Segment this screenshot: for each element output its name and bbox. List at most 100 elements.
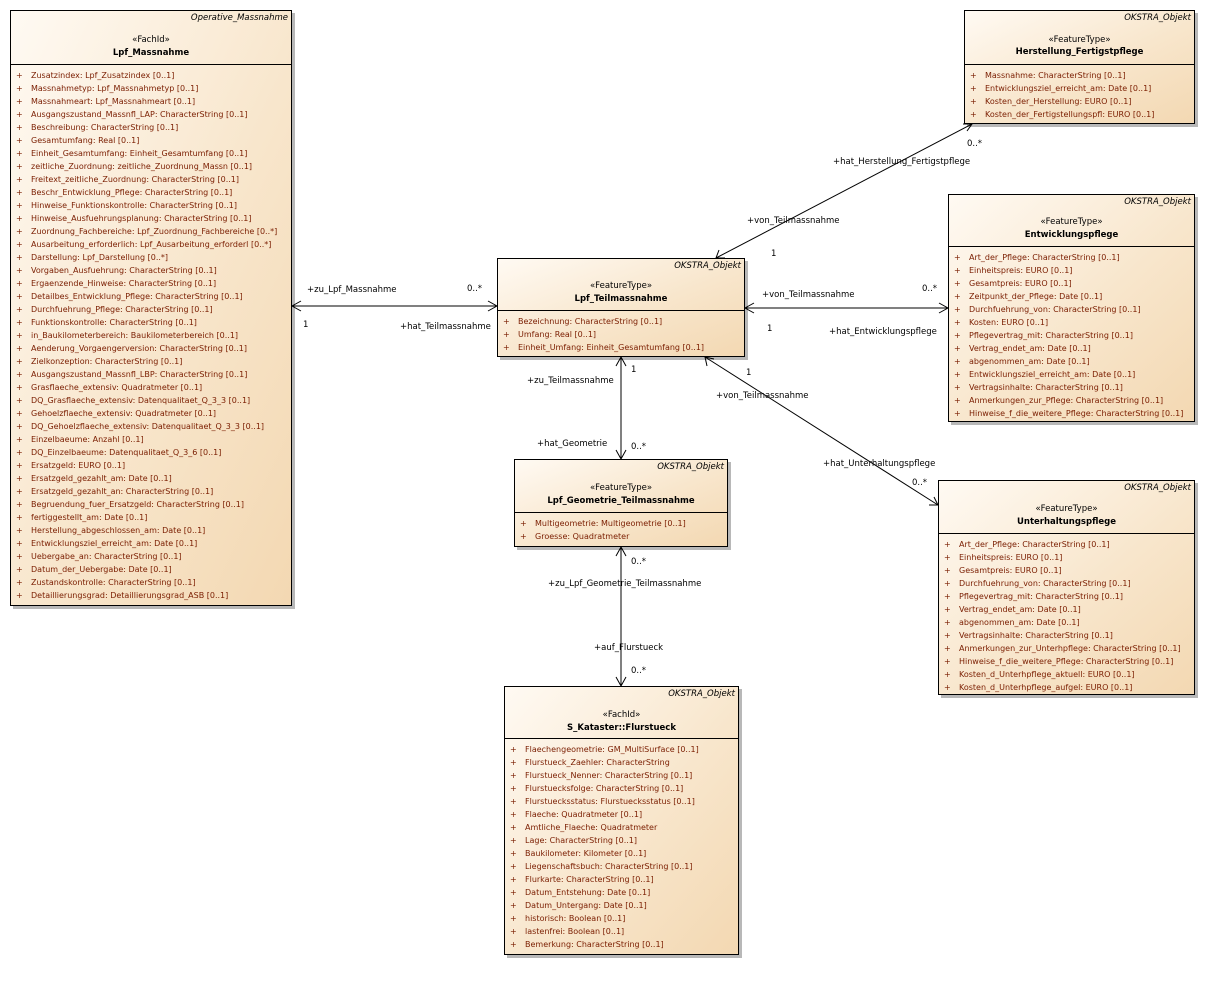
- attribute-text: Vertrag_endet_am: Date [0..1]: [969, 344, 1091, 353]
- attribute-row: +Flurstueck_Zaehler: CharacterString: [505, 756, 738, 769]
- attribute-visibility: +: [954, 253, 961, 262]
- attribute-text: Hinweise_f_die_weitere_Pflege: Character…: [969, 409, 1184, 418]
- attribute-row: +Entwicklungsziel_erreicht_am: Date [0..…: [965, 82, 1194, 95]
- class-s-kataster-flurstueck[interactable]: OKSTRA_Objekt «FachId» S_Kataster::Flurs…: [504, 686, 739, 955]
- attribute-visibility: +: [16, 461, 23, 470]
- attribute-visibility: +: [503, 330, 510, 339]
- attribute-row: +DQ_Einzelbaeume: Datenqualitaet_Q_3_6 […: [11, 446, 291, 459]
- attribute-visibility: +: [16, 266, 23, 275]
- attribute-text: Datum_Untergang: Date [0..1]: [525, 901, 647, 910]
- attribute-visibility: +: [16, 240, 23, 249]
- attribute-list: +Multigeometrie: Multigeometrie [0..1]+G…: [515, 513, 727, 543]
- attribute-visibility: +: [944, 592, 951, 601]
- attribute-row: +Baukilometer: Kilometer [0..1]: [505, 847, 738, 860]
- class-name: Lpf_Geometrie_Teilmassnahme: [547, 496, 695, 506]
- attribute-row: +Gesamtpreis: EURO [0..1]: [949, 277, 1194, 290]
- attribute-row: +Beschreibung: CharacterString [0..1]: [11, 121, 291, 134]
- attribute-row: +Bemerkung: CharacterString [0..1]: [505, 938, 738, 951]
- attribute-row: +Flurstueck_Nenner: CharacterString [0..…: [505, 769, 738, 782]
- attribute-text: historisch: Boolean [0..1]: [525, 914, 626, 923]
- attribute-list: +Art_der_Pflege: CharacterString [0..1]+…: [939, 534, 1194, 694]
- mult-geometrie-end: 0..*: [631, 442, 647, 452]
- attribute-visibility: +: [944, 605, 951, 614]
- attribute-visibility: +: [954, 331, 961, 340]
- attribute-row: +Ersatzgeld: EURO [0..1]: [11, 459, 291, 472]
- attribute-visibility: +: [954, 344, 961, 353]
- attribute-visibility: +: [954, 396, 961, 405]
- attribute-row: +Kosten_der_Herstellung: EURO [0..1]: [965, 95, 1194, 108]
- attribute-visibility: +: [16, 409, 23, 418]
- class-entwicklungspflege[interactable]: OKSTRA_Objekt «FeatureType» Entwicklungs…: [948, 194, 1195, 422]
- attribute-row: +Bezeichnung: CharacterString [0..1]: [498, 315, 744, 328]
- role-von-teilmassnahme-herstellung: +von_Teilmassnahme: [747, 216, 840, 226]
- attribute-visibility: +: [16, 175, 23, 184]
- attribute-row: +Umfang: Real [0..1]: [498, 328, 744, 341]
- class-lpf-geometrie-teilmassnahme[interactable]: OKSTRA_Objekt «FeatureType» Lpf_Geometri…: [514, 459, 728, 547]
- attribute-row: +Vertragsinhalte: CharacterString [0..1]: [939, 629, 1194, 642]
- parent-class-name: OKSTRA_Objekt: [1124, 197, 1191, 207]
- attribute-text: Flurstuecksstatus: Flurstuecksstatus [0.…: [525, 797, 695, 806]
- attribute-visibility: +: [16, 396, 23, 405]
- class-herstellung-fertigstpflege[interactable]: OKSTRA_Objekt «FeatureType» Herstellung_…: [964, 10, 1195, 124]
- association-teilmassnahme-unterhaltung: [704, 356, 939, 506]
- attribute-row: +Grasflaeche_extensiv: Quadratmeter [0..…: [11, 381, 291, 394]
- attribute-text: Anmerkungen_zur_Unterhpflege: CharacterS…: [959, 644, 1181, 653]
- attribute-text: Gesamtpreis: EURO [0..1]: [969, 279, 1072, 288]
- attribute-visibility: +: [16, 279, 23, 288]
- attribute-visibility: +: [16, 526, 23, 535]
- attribute-row: +Uebergabe_an: CharacterString [0..1]: [11, 550, 291, 563]
- mult-teil-unterhaltung-source: 1: [746, 368, 752, 378]
- attribute-text: DQ_Grasflaeche_extensiv: Datenqualitaet_…: [31, 396, 251, 405]
- attribute-text: DQ_Einzelbaeume: Datenqualitaet_Q_3_6 [0…: [31, 448, 222, 457]
- attribute-text: Funktionskontrolle: CharacterString [0..…: [31, 318, 197, 327]
- attribute-visibility: +: [954, 292, 961, 301]
- attribute-text: lastenfrei: Boolean [0..1]: [525, 927, 625, 936]
- attribute-row: +Vertragsinhalte: CharacterString [0..1]: [949, 381, 1194, 394]
- attribute-text: Vertrag_endet_am: Date [0..1]: [959, 605, 1081, 614]
- attribute-visibility: +: [16, 123, 23, 132]
- association-geometrie-flurstueck: [615, 545, 627, 688]
- attribute-text: Entwicklungsziel_erreicht_am: Date [0..1…: [969, 370, 1136, 379]
- attribute-row: +Flurkarte: CharacterString [0..1]: [505, 873, 738, 886]
- attribute-text: Kosten_der_Herstellung: EURO [0..1]: [985, 97, 1132, 106]
- attribute-text: Pflegevertrag_mit: CharacterString [0..1…: [959, 592, 1123, 601]
- attribute-row: + in_Baukilometerbereich: Baukilometerber…: [11, 329, 291, 342]
- class-lpf-massnahme[interactable]: Operative_Massnahme «FachId» Lpf_Massnah…: [10, 10, 292, 606]
- attribute-text: Liegenschaftsbuch: CharacterString [0..1…: [525, 862, 693, 871]
- mult-entwicklung-end: 0..*: [922, 284, 938, 294]
- mult-massnahme-end: 1: [303, 320, 309, 330]
- attribute-row: +lastenfrei: Boolean [0..1]: [505, 925, 738, 938]
- attribute-row: +Zielkonzeption: CharacterString [0..1]: [11, 355, 291, 368]
- attribute-visibility: +: [16, 149, 23, 158]
- stereotype: «FeatureType»: [1040, 217, 1103, 227]
- class-lpf-teilmassnahme[interactable]: OKSTRA_Objekt «FeatureType» Lpf_Teilmass…: [497, 258, 745, 357]
- attribute-text: Massnahme: CharacterString [0..1]: [985, 71, 1126, 80]
- attribute-text: Lage: CharacterString [0..1]: [525, 836, 638, 845]
- attribute-text: Entwicklungsziel_erreicht_am: Date [0..1…: [31, 539, 198, 548]
- attribute-text: abgenommen_am: Date [0..1]: [959, 618, 1080, 627]
- attribute-row: +Ausgangszustand_Massnfl_LBP: CharacterS…: [11, 368, 291, 381]
- attribute-row: +Hinweise_f_die_weitere_Pflege: Characte…: [939, 655, 1194, 668]
- class-header: OKSTRA_Objekt «FachId» S_Kataster::Flurs…: [505, 687, 738, 739]
- role-zu-lpf-geometrie-teilmassnahme: +zu_Lpf_Geometrie_Teilmassnahme: [548, 579, 702, 589]
- attribute-visibility: +: [16, 331, 23, 340]
- parent-class-name: OKSTRA_Objekt: [1124, 13, 1191, 23]
- attribute-row: +Flurstuecksfolge: CharacterString [0..1…: [505, 782, 738, 795]
- attribute-visibility: +: [16, 383, 23, 392]
- class-unterhaltungspflege[interactable]: OKSTRA_Objekt «FeatureType» Unterhaltung…: [938, 480, 1195, 695]
- attribute-text: Hinweise_f_die_weitere_Pflege: Character…: [959, 657, 1174, 666]
- attribute-text: in_Baukilometerbereich: Baukilometerbere…: [31, 331, 239, 340]
- attribute-visibility: +: [16, 344, 23, 353]
- attribute-visibility: +: [16, 214, 23, 223]
- attribute-row: + Ausarbeitung_erforderlich: Lpf_Ausarbei…: [11, 238, 291, 251]
- attribute-text: Aenderung_Vorgaengerversion: CharacterSt…: [31, 344, 247, 353]
- attribute-text: Ausarbeitung_erforderlich: Lpf_Ausarbeit…: [31, 240, 272, 249]
- attribute-visibility: +: [510, 849, 517, 858]
- attribute-row: +Einheitspreis: EURO [0..1]: [949, 264, 1194, 277]
- attribute-row: +Art_der_Pflege: CharacterString [0..1]: [949, 251, 1194, 264]
- association-teilmassnahme-entwicklung: [743, 302, 950, 314]
- attribute-row: +Liegenschaftsbuch: CharacterString [0..…: [505, 860, 738, 873]
- attribute-row: +DQ_Gehoelzflaeche_extensiv: Datenqualit…: [11, 420, 291, 433]
- parent-class-name: OKSTRA_Objekt: [657, 462, 724, 472]
- attribute-visibility: +: [954, 266, 961, 275]
